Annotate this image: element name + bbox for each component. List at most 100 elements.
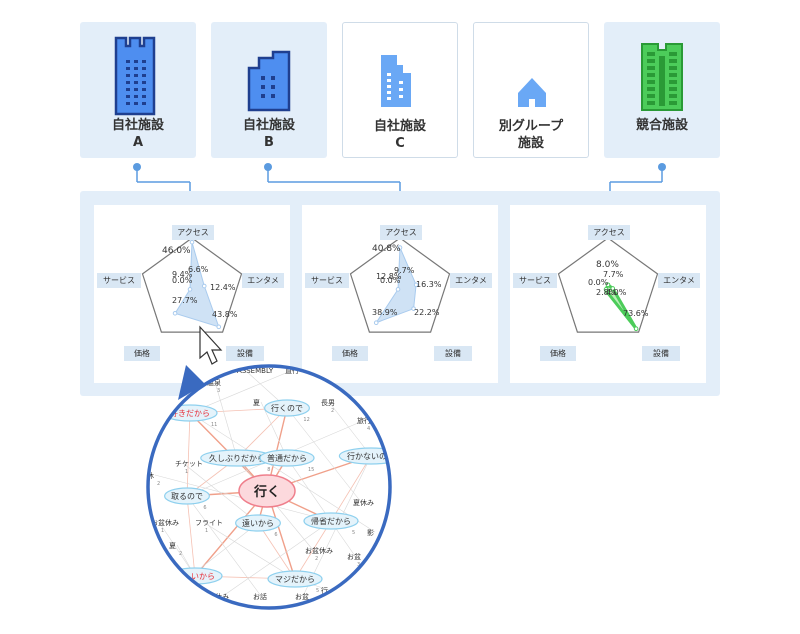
- radar-value-label: 4.0%: [606, 288, 627, 297]
- facility-label: 自社施設 A: [111, 118, 164, 150]
- network-edge: [186, 412, 191, 497]
- radar-value-label: 40.8%: [372, 244, 401, 254]
- network-word: 長男: [321, 399, 335, 407]
- radar-value-label: 43.8%: [212, 310, 238, 319]
- facility-label: 別グループ 施設: [498, 119, 564, 151]
- radar-frame: [349, 237, 451, 333]
- radar-frame: [141, 237, 243, 333]
- network-edge: [328, 401, 372, 457]
- network-node-label: 楽しいから: [175, 571, 215, 581]
- network-word: お盆: [295, 592, 309, 601]
- radar-point: [189, 239, 195, 245]
- radar-axis-label: 設備: [434, 346, 472, 361]
- radar-point: [411, 306, 416, 311]
- network-word-count: 1: [205, 528, 208, 534]
- radar-axis-label: 価格: [332, 346, 368, 361]
- network-node-label: 遠いから: [242, 518, 274, 528]
- radar-point: [373, 320, 379, 326]
- network-node-count: 12: [303, 417, 309, 423]
- facility-card-2[interactable]: 自社施設 B: [211, 22, 327, 158]
- network-edge: [286, 407, 362, 503]
- network-node-count: 8: [267, 467, 270, 473]
- network-edge: [330, 455, 372, 522]
- network-node: [263, 399, 310, 417]
- radar-frame: [557, 237, 659, 333]
- network-word-count: 2: [331, 408, 334, 414]
- network-word: 温泉: [207, 378, 221, 387]
- network-node-label: 普通だから: [267, 453, 307, 463]
- network-node-label: 行くので: [271, 403, 303, 413]
- radar-point: [187, 287, 193, 292]
- radar-axis-label: エンタメ: [242, 273, 284, 288]
- network-node: [164, 487, 210, 505]
- radar-point: [413, 282, 419, 288]
- network-edge: [186, 495, 196, 577]
- network-word-count: 1: [161, 528, 164, 534]
- radar-chart: 46.0%12.4%43.8%27.7%0.0%6.6%9.4%: [141, 237, 243, 333]
- radar-point: [397, 245, 403, 250]
- network-edge: [182, 462, 259, 524]
- network-word: 夏: [157, 593, 164, 601]
- facility-card-4[interactable]: 別グループ 施設: [473, 22, 589, 158]
- network-edge: [186, 495, 262, 597]
- network-word: チケット: [175, 460, 203, 468]
- radar-value-label: 7.7%: [603, 270, 624, 279]
- facility-card-5[interactable]: 競合施設: [604, 22, 720, 158]
- radar-value-label: 6.6%: [188, 265, 209, 274]
- network-edge: [260, 401, 288, 459]
- network-edge: [286, 457, 356, 557]
- radar-value-label: 8.0%: [596, 260, 619, 270]
- radar-value-label: 12.8%: [376, 272, 402, 281]
- radar-value-label: 9.7%: [394, 266, 415, 275]
- facility-card-1[interactable]: 自社施設 A: [80, 22, 196, 158]
- radar-panel-2: 40.8%16.3%22.2%38.9%0.0%9.7%12.8%アクセスエンタ…: [302, 205, 498, 383]
- network-edge: [222, 520, 332, 597]
- tall-building-icon: [114, 36, 156, 116]
- network-node: [259, 449, 315, 467]
- network-edge: [202, 521, 296, 580]
- radar-axis-label: エンタメ: [658, 273, 700, 288]
- radar-area: [374, 247, 417, 324]
- radar-axis-label: 価格: [540, 346, 576, 361]
- network-node-label: 行かないので: [347, 451, 393, 461]
- network-word: 休: [147, 471, 154, 480]
- network-word-count: 4: [367, 426, 370, 432]
- radar-value-label: 73.6%: [623, 309, 649, 318]
- radar-value-label: 9.4%: [172, 270, 193, 279]
- radar-axis-label: 設備: [642, 346, 680, 361]
- network-node-label: マジだから: [275, 575, 315, 584]
- network-node-label: 好きだから: [170, 408, 210, 418]
- radar-point: [603, 287, 609, 292]
- building-icon: [247, 50, 291, 112]
- radar-value-label: 0.0%: [380, 276, 401, 285]
- network-word-count: 2: [315, 556, 318, 562]
- magnifier-ring: [146, 364, 392, 610]
- radar-value-label: 12.4%: [210, 283, 236, 292]
- radar-point: [605, 282, 611, 288]
- radar-panel-1: 46.0%12.4%43.8%27.7%0.0%6.6%9.4%アクセスエンタメ…: [94, 205, 290, 383]
- network-word: 夏: [253, 399, 260, 407]
- radar-area: [174, 242, 220, 328]
- network-node-count: 5: [352, 530, 355, 536]
- radar-point: [633, 326, 639, 332]
- network-word-count: 2: [157, 481, 160, 487]
- network-word: 行: [321, 586, 328, 595]
- radar-axis-label: 設備: [226, 346, 264, 361]
- cursor-arrow-icon: [199, 325, 223, 365]
- network-word: フライト: [195, 519, 223, 527]
- network-word: お話: [253, 592, 267, 601]
- radar-axis-label: アクセス: [172, 225, 214, 240]
- facility-card-3[interactable]: 自社施設 C: [342, 22, 458, 158]
- network-word: 影: [367, 528, 374, 537]
- competitor-building-icon: [641, 43, 683, 111]
- network-word: ASSEMBLY: [237, 367, 274, 375]
- network-edge: [257, 522, 296, 580]
- network-node-count: 5: [316, 588, 319, 594]
- network-word: お盆休み: [305, 546, 333, 555]
- facility-label: 自社施設 B: [242, 118, 295, 150]
- network-word: 夏: [169, 542, 176, 550]
- network-word: 直行: [285, 366, 299, 375]
